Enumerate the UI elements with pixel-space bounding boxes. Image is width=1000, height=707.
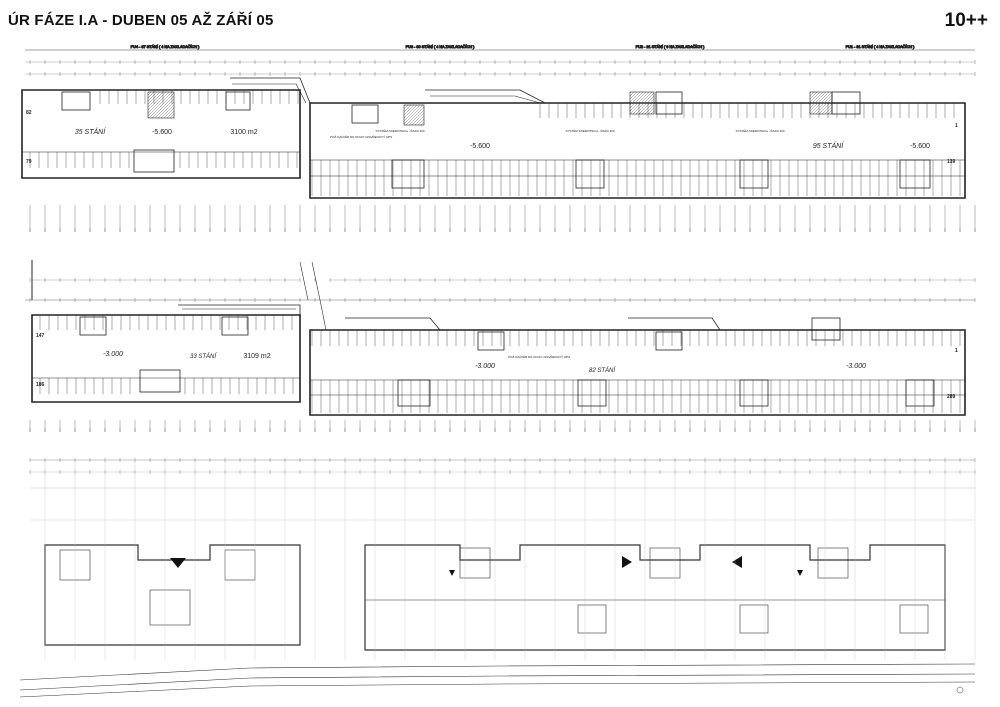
studio-logo: 10++ — [944, 10, 988, 31]
pipe-note-middle: POŽ.UZÁVĚR DN 90 DO UZAVŘENOVÝ OPS — [508, 354, 570, 359]
plan-middle — [25, 260, 975, 416]
middle-right-level-a: -3.000 — [475, 363, 495, 370]
middle-left-level: -3.000 — [103, 351, 123, 358]
system-note-2: SYSTÉM KREMOTECH - ŘADA 300 — [565, 128, 614, 133]
section-label-pu4: PU4 - 37 STÁNÍ ( 4 NA ZAKLADAČÍCH ) — [131, 44, 201, 49]
dimension-ticks — [29, 60, 976, 474]
row-num-289: 289 — [947, 394, 956, 400]
section-label-pu3: PU3 - 30 STÁNÍ ( 4 NA ZAKLADAČÍCH ) — [406, 44, 476, 49]
row-num-186: 186 — [36, 382, 45, 388]
upper-left-area: 3100 m2 — [230, 129, 257, 136]
parking-bays-upper — [29, 90, 961, 196]
section-label-pu2: PU2 - 21 STÁNÍ ( 6 NA ZAKLADAČÍCH ) — [636, 44, 706, 49]
upper-right-stani: 95 STÁNÍ — [813, 141, 844, 150]
upper-right-level-a: -5.600 — [470, 143, 490, 150]
plan-upper: PU4 - 37 STÁNÍ ( 4 NA ZAKLADAČÍCH ) PU3 … — [21, 44, 975, 199]
row-num-1: 1 — [955, 123, 958, 129]
upper-left-level: -5.600 — [152, 129, 172, 136]
middle-right-stani: 82 STÁNÍ — [589, 367, 616, 374]
plan-lower — [19, 459, 976, 698]
middle-right-level-b: -3.000 — [846, 363, 866, 370]
upper-left-stani: 35 STÁNÍ — [75, 127, 106, 136]
upper-right-level-b: -5.600 — [910, 143, 930, 150]
middle-left-area: 3109 m2 — [243, 353, 270, 360]
pipe-note-upper: POŽ.UZÁVĚR DN 90 DO UZAVŘENOVÝ OPS — [330, 134, 392, 139]
section-label-pu1: PU1 - 31 STÁNÍ ( 4 NA ZAKLADAČÍCH ) — [846, 44, 916, 49]
sheet-title: ÚR FÁZE I.A - DUBEN 05 AŽ ZÁŘÍ 05 — [8, 12, 274, 29]
row-num-139: 139 — [947, 159, 956, 165]
row-num-147: 147 — [36, 333, 45, 339]
row-num-79: 79 — [26, 159, 32, 165]
row-num-1-mid: 1 — [955, 348, 958, 354]
middle-left-stani: 33 STÁNÍ — [190, 353, 217, 360]
parking-bays-middle — [39, 315, 961, 413]
system-note-1: SYSTÉM KREMOTECH - ŘADA 300 — [375, 128, 424, 133]
structural-grid-lower — [44, 460, 976, 660]
system-note-3: SYSTÉM KREMOTECH - ŘADA 300 — [735, 128, 784, 133]
row-num-82: 82 — [26, 110, 32, 116]
